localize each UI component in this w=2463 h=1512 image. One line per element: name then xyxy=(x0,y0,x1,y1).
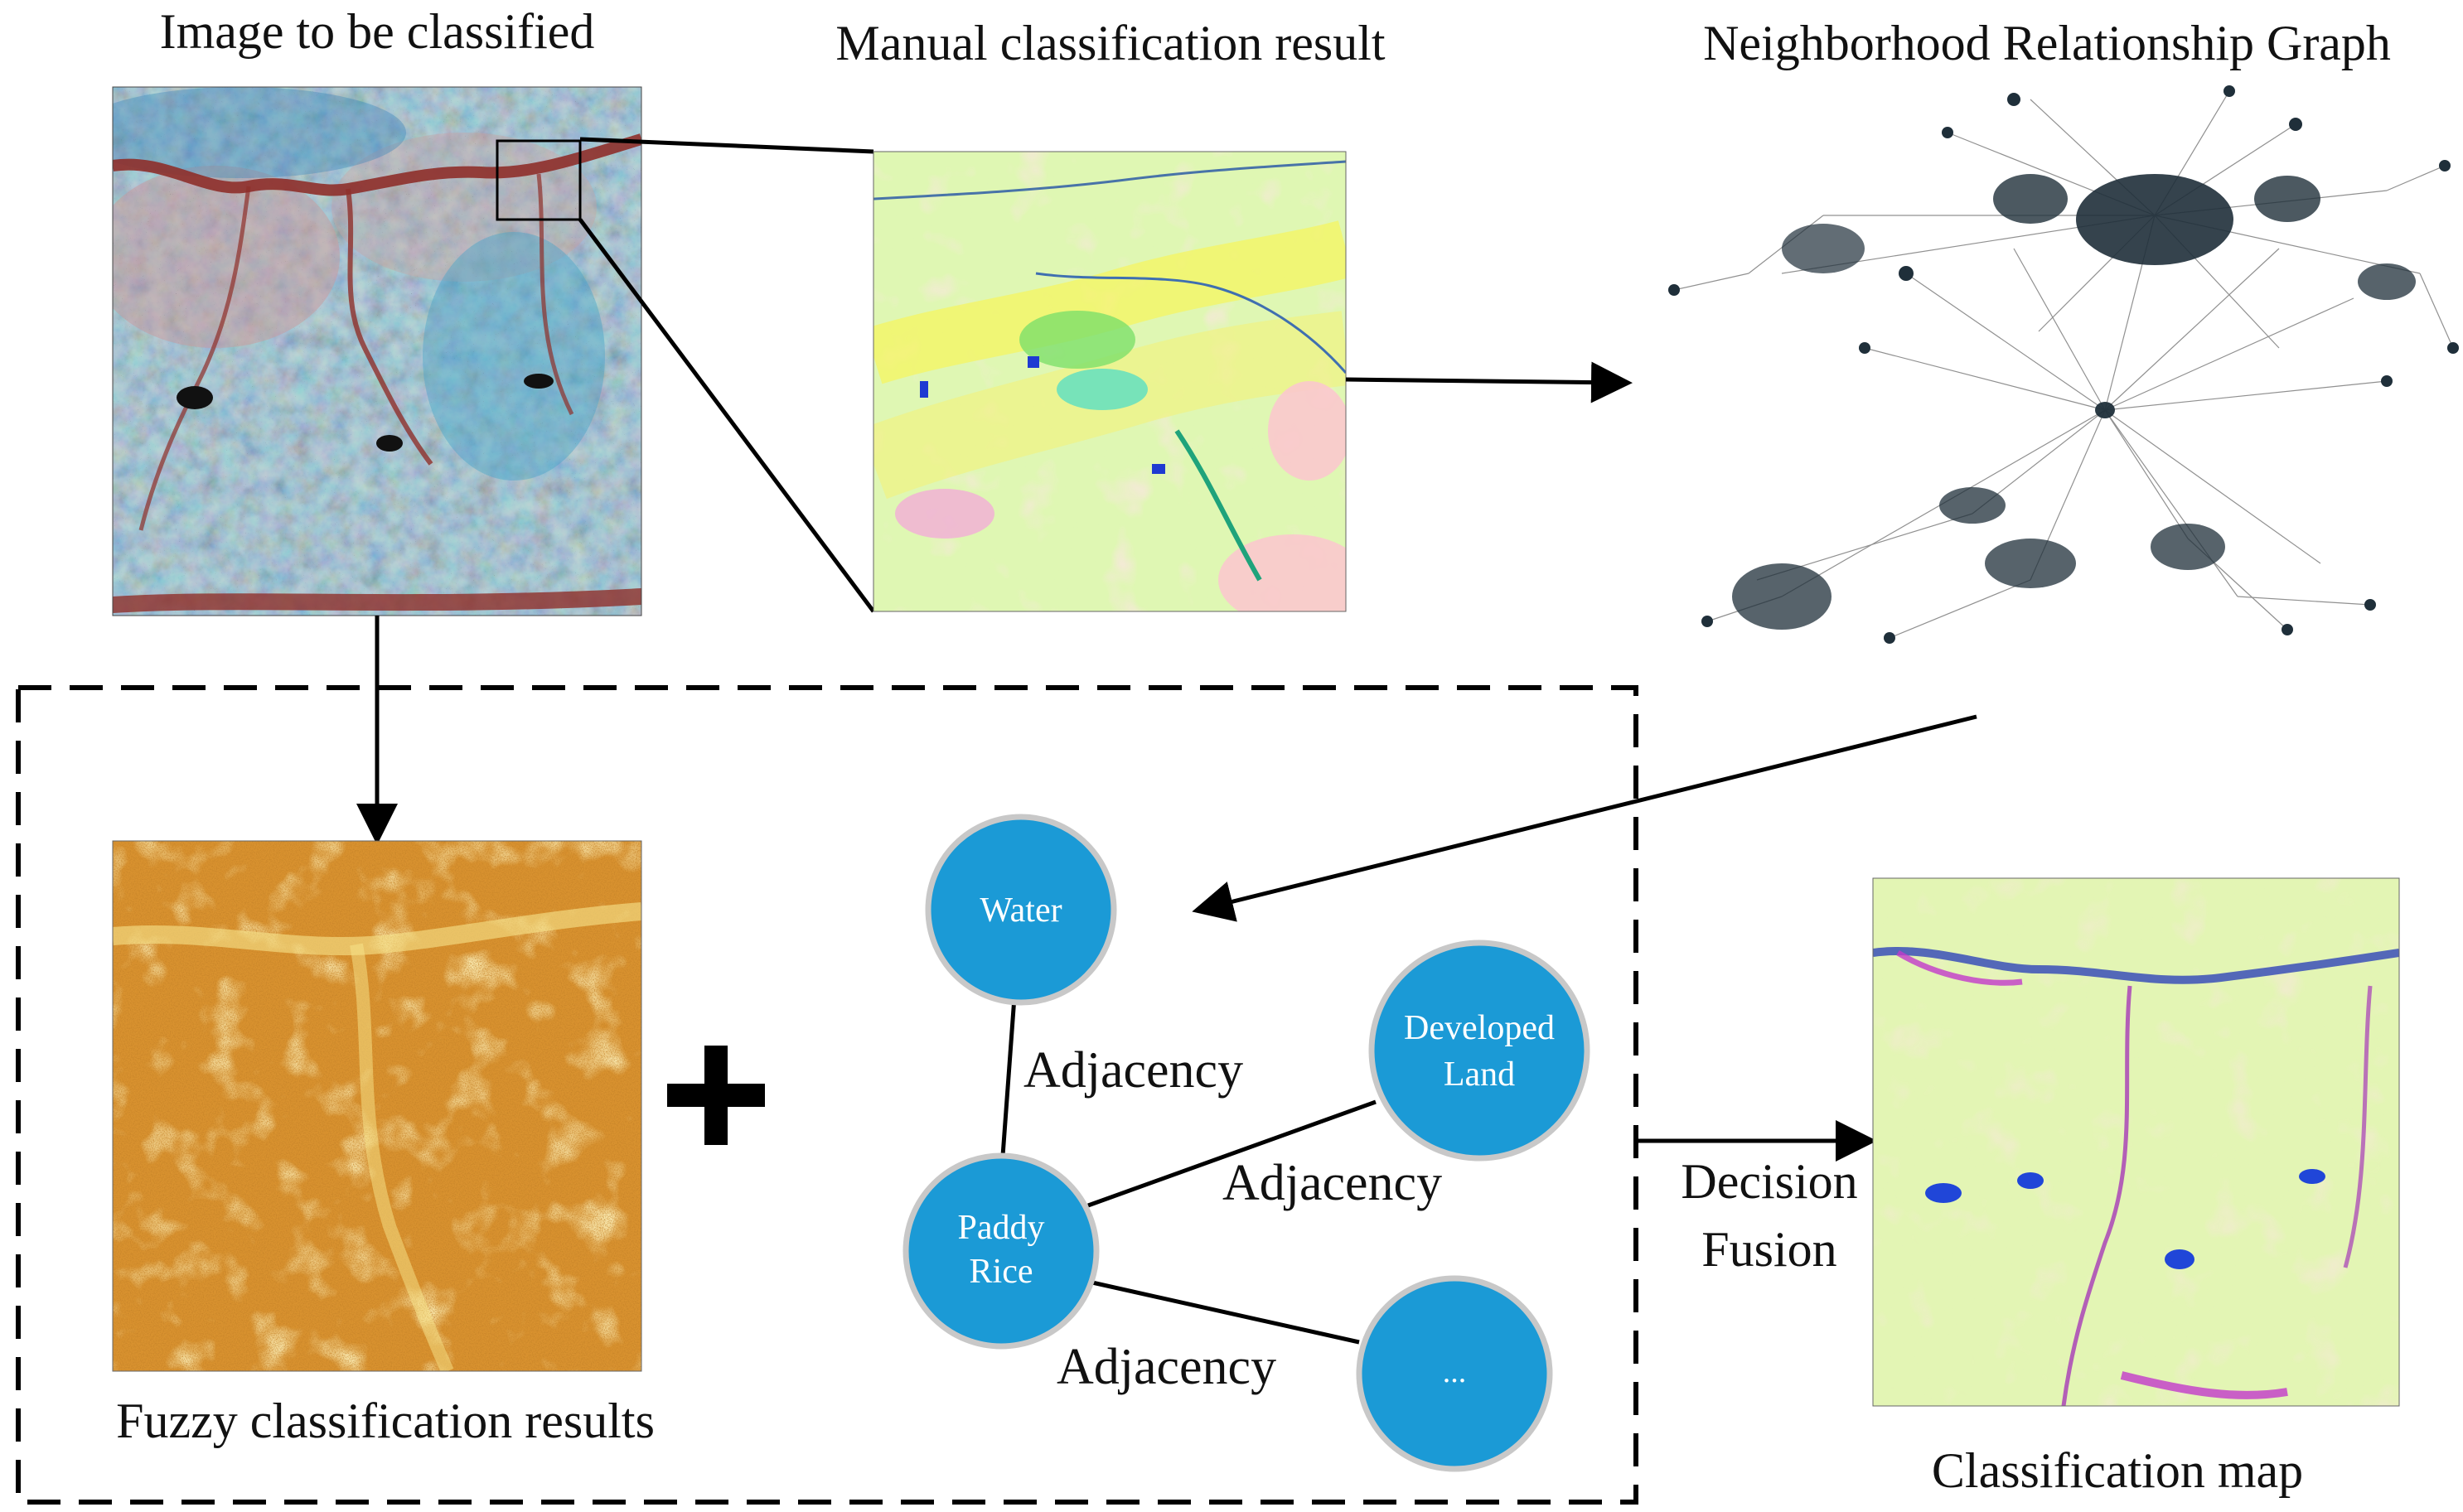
edge-label-water-paddy: Adjacency xyxy=(1023,1042,1243,1099)
svg-text:Paddy: Paddy xyxy=(958,1209,1045,1247)
edge-paddy-developed xyxy=(1087,1099,1377,1208)
edge-label-paddy-developed: Adjacency xyxy=(1222,1155,1442,1211)
neighborhood-graph-image xyxy=(1668,85,2459,644)
svg-text:...: ... xyxy=(1443,1355,1467,1389)
caption-image-to-classify: Image to be classified xyxy=(160,4,595,59)
caption-decision: Decision xyxy=(1681,1154,1857,1209)
classification-map-image xyxy=(1873,878,2399,1406)
caption-classification-map: Classification map xyxy=(1932,1443,2303,1498)
caption-manual-result: Manual classification result xyxy=(835,16,1385,70)
caption-neighborhood-graph: Neighborhood Relationship Graph xyxy=(1703,16,2391,70)
svg-text:Developed: Developed xyxy=(1404,1009,1555,1047)
plus-icon xyxy=(667,1046,765,1145)
edge-label-paddy-other: Adjacency xyxy=(1057,1339,1276,1395)
node-other: ... xyxy=(1356,1275,1553,1472)
caption-fuzzy-results: Fuzzy classification results xyxy=(116,1394,655,1448)
svg-text:Land: Land xyxy=(1444,1056,1515,1094)
manual-classification-image xyxy=(873,152,1346,611)
processing-box xyxy=(16,685,1638,1505)
node-paddy-rice: Paddy Rice xyxy=(902,1152,1100,1350)
node-water: Water xyxy=(925,814,1117,1006)
edge-water-paddy xyxy=(1000,985,1018,1157)
satellite-image xyxy=(113,87,641,616)
node-developed-land: Developed Land xyxy=(1368,940,1590,1162)
relationship-graph: Water Developed Land Paddy Rice ... Adja… xyxy=(902,814,1590,1472)
svg-text:Rice: Rice xyxy=(970,1253,1033,1291)
svg-text:Water: Water xyxy=(980,891,1062,930)
edge-paddy-other xyxy=(1091,1280,1360,1345)
caption-fusion: Fusion xyxy=(1701,1222,1836,1277)
fuzzy-classification-image xyxy=(113,841,641,1371)
